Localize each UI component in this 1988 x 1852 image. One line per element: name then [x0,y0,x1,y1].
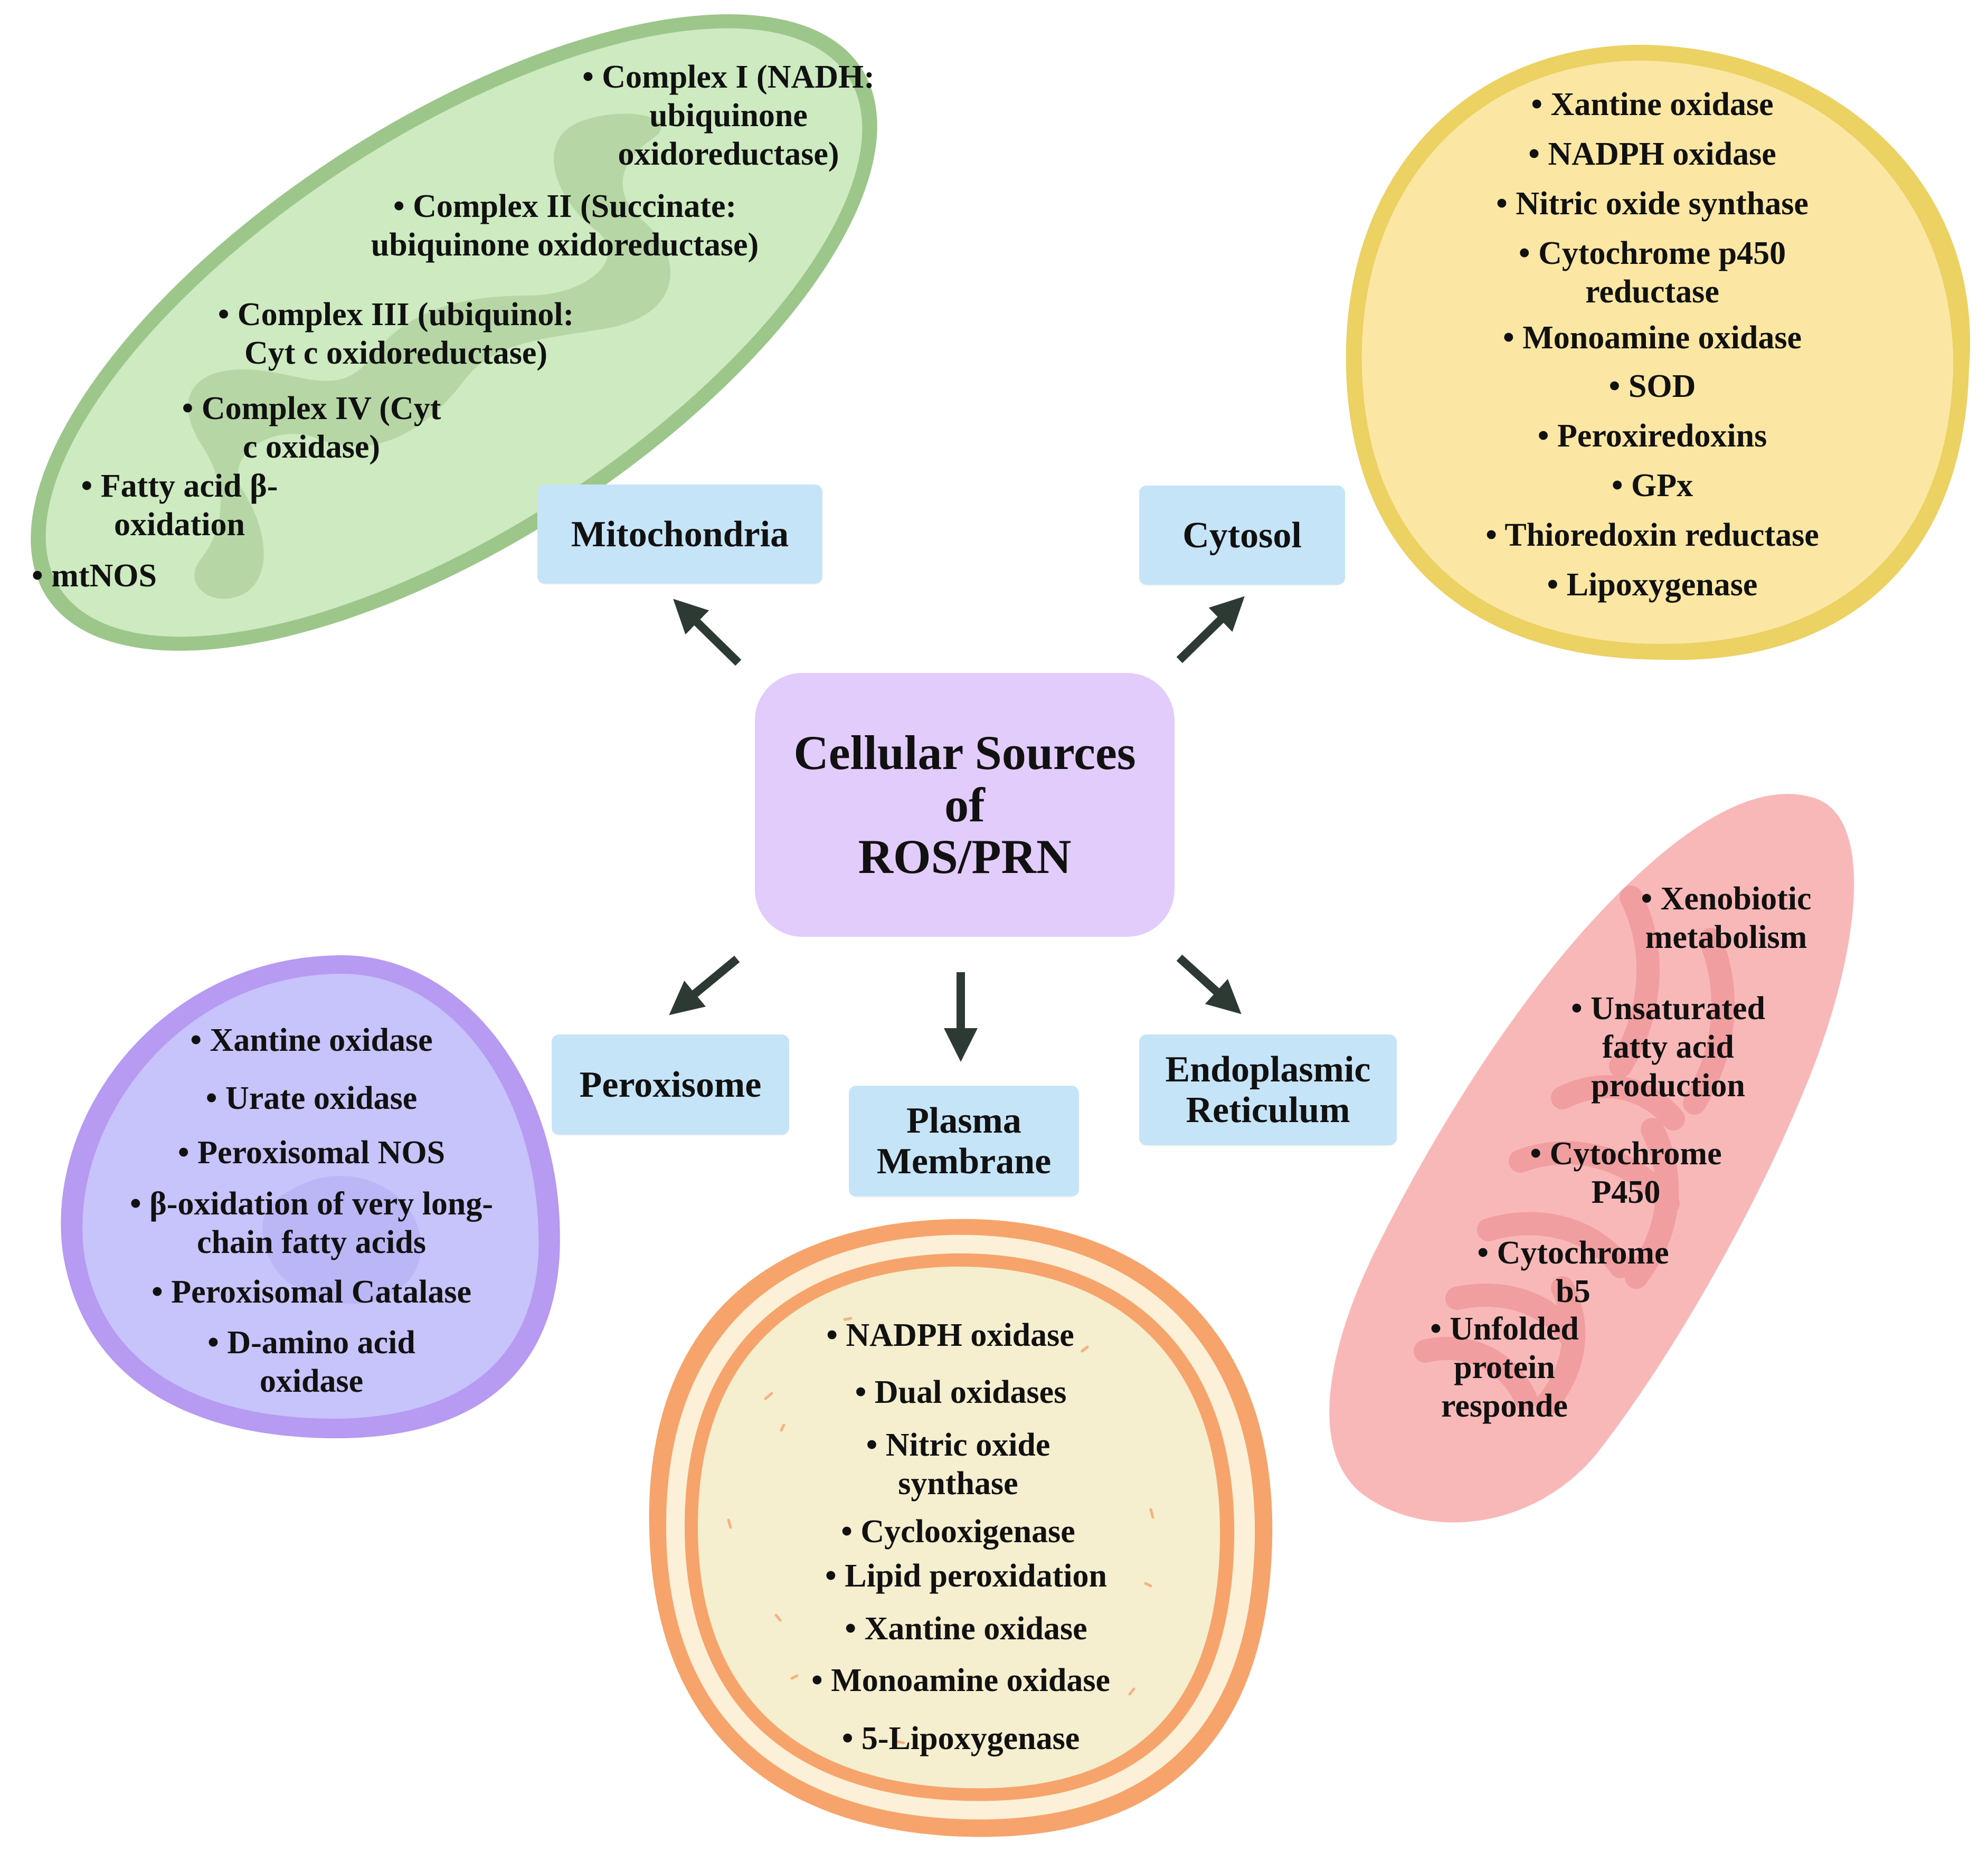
plasma-membrane-item: • Cyclooxigenase [841,1514,1075,1550]
plasma-membrane-item: • Xantine oxidase [845,1611,1087,1647]
plasma-membrane-item: • NADPH oxidase [826,1317,1074,1353]
peroxisome-item: • Peroxisomal Catalase [151,1274,471,1310]
center-title-box: Cellular Sources of ROS/PRN [755,673,1175,937]
arrow-to-er [1176,954,1242,1014]
mitochondria-label-box: Mitochondria [537,485,822,584]
plasma-membrane-item: • Lipid peroxidation [825,1558,1107,1594]
arrow-to-cytosol [1176,596,1245,663]
arrow-to-peroxisome [669,955,740,1015]
cytosol-item: • Nitric oxide synthase [1496,186,1809,222]
plasma-membrane-item: • Nitric oxide synthase [866,1427,1050,1502]
mitochondria-item: • Fatty acid β- oxidation [81,468,278,543]
er-list: • Xenobiotic metabolism • Unsaturated fa… [1372,0,1848,1583]
cytosol-label-box: Cytosol [1139,486,1345,585]
arrow-to-mitochondria [673,599,742,666]
center-title: Cellular Sources of ROS/PRN [793,726,1136,884]
plasma-membrane-item: • 5-Lipoxygenase [841,1721,1080,1756]
mitochondria-item: • Complex III (ubiquinol: Cyt c oxidored… [217,297,574,372]
er-label: Endoplasmic Reticulum [1165,1049,1371,1131]
er-item: • Xenobiotic metabolism [1641,881,1812,956]
cytosol-item: • Peroxiredoxins [1537,418,1767,454]
er-item: • Unfolded protein responde [1430,1311,1579,1424]
peroxisome-item: • D-amino acid oxidase [207,1325,415,1400]
plasma-membrane-list: • NADPH oxidase • Dual oxidases • Nitric… [739,0,1204,1794]
cytosol-item: • Monoamine oxidase [1503,320,1802,356]
cytosol-item: • NADPH oxidase [1528,136,1776,172]
er-item: • Cytochrome b5 [1477,1235,1669,1310]
cytosol-item: • Cytochrome p450 reductase [1518,235,1786,310]
peroxisome-item: • Peroxisomal NOS [177,1135,446,1171]
er-item: • Unsaturated fatty acid production [1571,991,1765,1104]
cytosol-item: • GPx [1611,468,1693,504]
er-item: • Cytochrome P450 [1530,1136,1722,1211]
peroxisome-item: • β-oxidation of very long- chain fatty … [129,1186,494,1261]
mitochondria-label: Mitochondria [571,514,789,555]
cytosol-item: • Lipoxygenase [1547,567,1758,603]
mitochondria-item: • Complex IV (Cyt c oxidase) [182,391,441,466]
plasma-membrane-label: Plasma Membrane [876,1100,1052,1182]
er-shape [1329,794,1854,1523]
mitochondria-shape [31,14,877,651]
mitochondria-item: • Complex I (NADH: ubiquinone oxidoreduc… [582,59,875,173]
plasma-membrane-item: • Monoamine oxidase [811,1663,1110,1698]
peroxisome-item: • Urate oxidase [205,1080,418,1116]
mitochondria-item: • mtNOS [32,558,157,594]
peroxisome-item: • Xantine oxidase [190,1022,433,1058]
mitochondria-item: • Complex II (Succinate: ubiquinone oxid… [371,188,759,263]
plasma-membrane-label-box: Plasma Membrane [849,1086,1079,1196]
peroxisome-label-box: Peroxisome [552,1034,789,1135]
cytosol-item: • SOD [1608,368,1696,404]
cytosol-item: • Xantine oxidase [1531,87,1774,122]
peroxisome-list: • Xantine oxidase • Urate oxidase • Pero… [79,0,544,1425]
peroxisome-label: Peroxisome [579,1064,762,1105]
cytosol-item: • Thioredoxin reductase [1485,517,1819,553]
er-label-box: Endoplasmic Reticulum [1139,1034,1397,1145]
cytosol-list: • Xantine oxidase • NADPH oxidase • Nitr… [1372,0,1932,686]
cytosol-label: Cytosol [1182,515,1302,556]
peroxisome-shape [61,955,560,1439]
plasma-membrane-shape [649,1219,1273,1837]
cytosol-shape [1346,44,1971,660]
plasma-membrane-item: • Dual oxidases [855,1374,1067,1410]
